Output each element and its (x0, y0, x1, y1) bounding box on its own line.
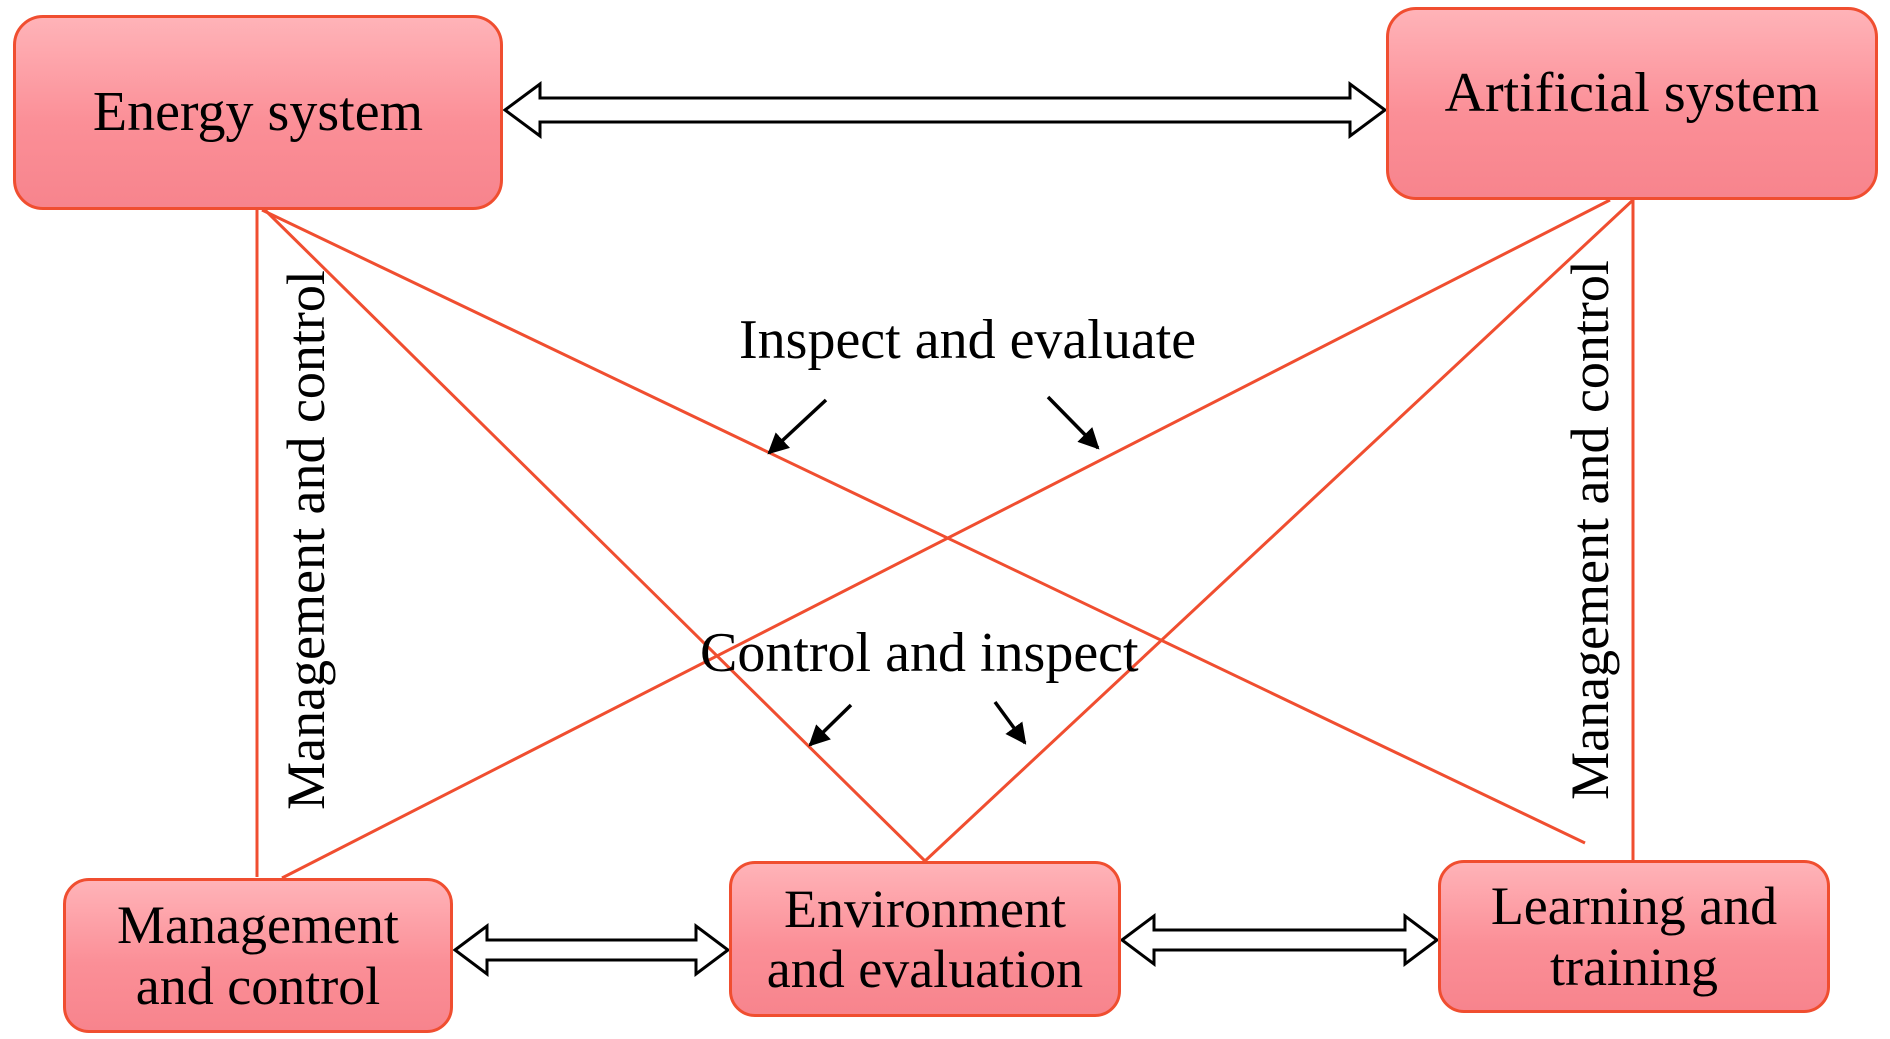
pointer-arrow-inspect-right (1046, 395, 1100, 450)
label-control-and-inspect: Control and inspect (700, 622, 1139, 684)
line-artificial-to-management (281, 198, 1611, 880)
node-artificial-system-label: Artificial system (1444, 62, 1820, 125)
node-learning-line-1: Learning and (1490, 876, 1778, 937)
node-environment-line-1: Environment (784, 878, 1066, 939)
label-management-and-control-right: Management and control (1560, 260, 1620, 800)
pointer-arrow-control-left (808, 703, 853, 747)
node-environment-line-2: and evaluation (766, 939, 1084, 999)
line-energy-to-learning (261, 208, 1586, 845)
double-arrow-management-environment (452, 923, 731, 977)
node-management-and-control: Management and control (63, 878, 453, 1033)
node-learning-line-2: training (1550, 936, 1718, 997)
node-environment-and-evaluation: Environment and evaluation (729, 861, 1121, 1017)
double-arrow-energy-artificial (502, 81, 1388, 139)
label-management-and-control-left: Management and control (276, 270, 336, 810)
node-management-line-1: Management (117, 895, 399, 956)
line-artificial-to-environment (923, 198, 1635, 863)
node-management-line-2: and control (135, 955, 381, 1016)
node-energy-system: Energy system (13, 15, 503, 210)
double-arrow-environment-learning (1119, 913, 1440, 967)
node-artificial-system: Artificial system (1386, 7, 1878, 200)
pointer-arrow-control-right (993, 700, 1027, 745)
label-inspect-and-evaluate: Inspect and evaluate (739, 309, 1197, 371)
pointer-arrow-inspect-left (767, 398, 828, 455)
node-energy-system-label: Energy system (92, 81, 424, 144)
line-energy-to-environment (263, 208, 927, 863)
node-learning-and-training: Learning and training (1438, 860, 1830, 1013)
